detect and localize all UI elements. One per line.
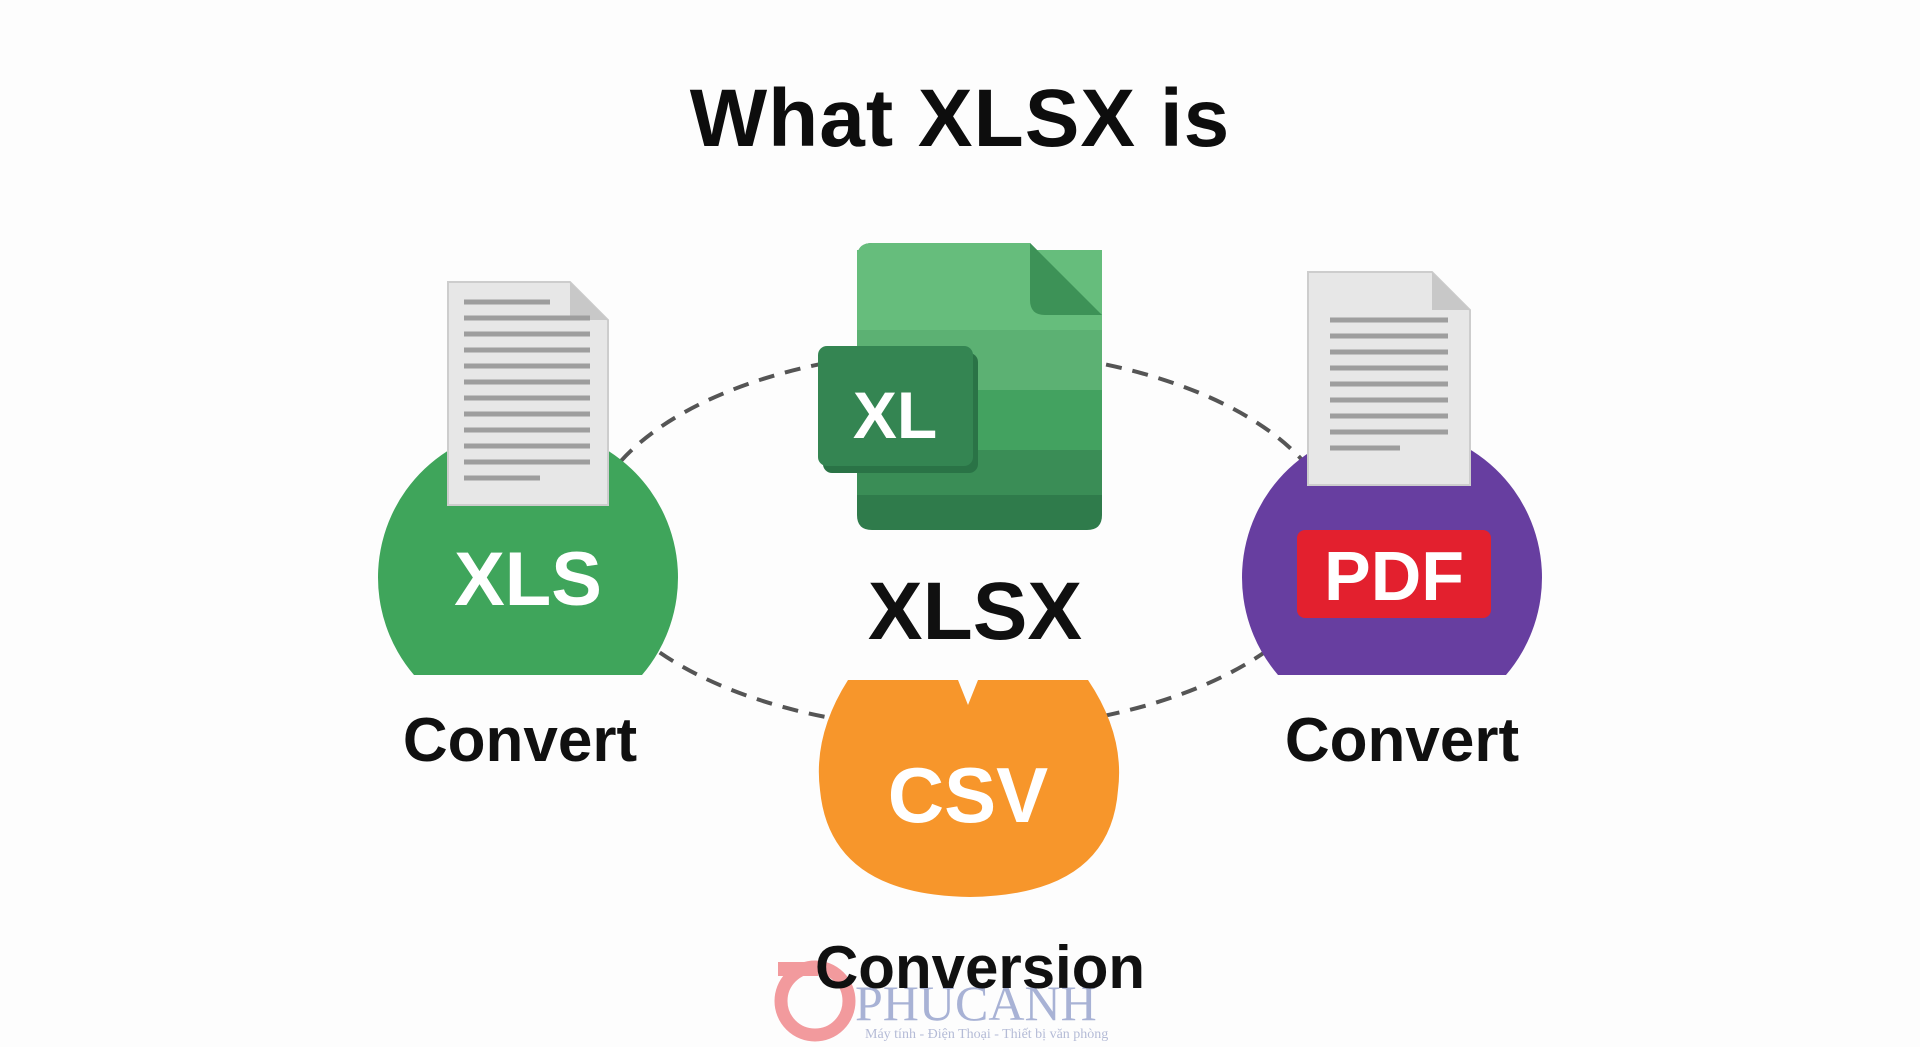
csv-conversion-label: Conversion [814,934,1146,1001]
xl-badge-text: XL [853,378,937,452]
xlsx-label: XLSX [867,566,1083,657]
pdf-convert-label: Convert [1284,706,1520,775]
xls-convert-label: Convert [402,706,638,775]
document-icon [1307,271,1471,486]
xls-node: XLS [378,281,678,675]
watermark-brand: PHUCANH [855,975,1097,1031]
csv-node: CSV [818,680,1120,897]
diagram-title: What XLSX is [689,73,1231,164]
watermark-tagline: Máy tính - Điện Thoại - Thiết bị văn phò… [865,1027,1108,1042]
excel-file-icon: XL [818,243,1102,530]
csv-blob [818,680,1120,897]
xls-badge-text: XLS [454,537,602,622]
pdf-badge [1297,530,1491,618]
pdf-badge-text: PDF [1324,537,1464,615]
brand-logo-icon [774,960,856,1042]
phucanh-watermark: PHUCANH Máy tính - Điện Thoại - Thiết bị… [774,960,1108,1042]
pdf-node: PDF [1242,271,1542,675]
csv-badge-text: CSV [888,751,1048,839]
document-icon [447,281,609,506]
